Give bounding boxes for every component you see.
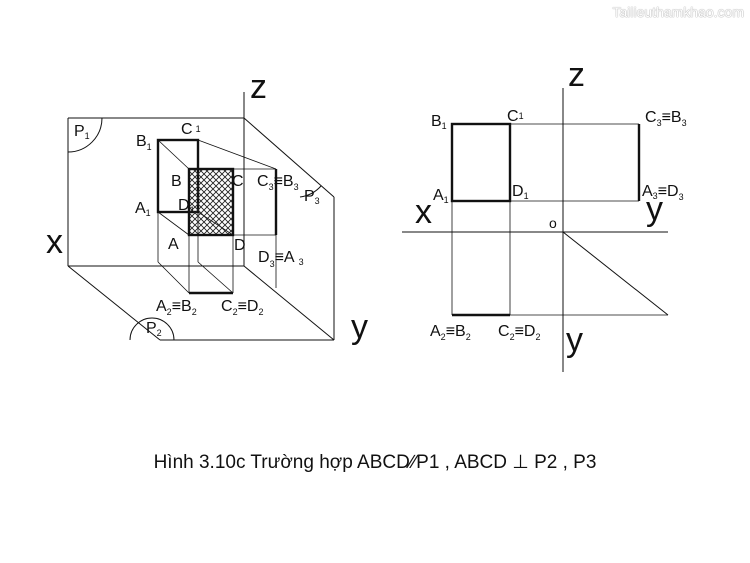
right-point-c3-b3-label: C3≡B3	[645, 109, 687, 128]
plane-p3-label: P3	[304, 188, 320, 206]
rectangle-abcd	[187, 167, 235, 237]
point-b1-label: B1	[136, 133, 152, 152]
plane-p2-label: P2	[146, 320, 162, 338]
point-a1-label: A1	[135, 200, 151, 218]
point-c2-d2-label: C2≡D2	[221, 298, 264, 317]
right-point-c2-d2-label: C2≡D2	[498, 323, 541, 342]
point-b-label: B	[171, 173, 182, 190]
point-d-label: D	[234, 237, 246, 254]
point-a-label: A	[168, 236, 179, 253]
watermark: Tailieuthamkhao.com	[612, 4, 744, 20]
axis-z-label: z	[250, 68, 267, 106]
point-a2-b2-label: A2≡B2	[156, 298, 197, 317]
figure-caption: Hình 3.10c Trường hợp ABCD∕∕P1 , ABCD ⊥ …	[153, 452, 597, 473]
point-d1-label: D1	[178, 197, 195, 215]
right-axis-z-label: z	[568, 56, 585, 94]
right-axis-y-label: y	[646, 190, 663, 228]
right-orthographic-view	[402, 88, 669, 372]
right-point-a2-b2-label: A2≡B2	[430, 323, 471, 342]
right-point-c1-label: C1	[507, 108, 524, 125]
plane-p3-top-edge	[243, 117, 335, 198]
point-c3-b3-label: C3≡B3	[257, 173, 299, 192]
origin-label: o	[549, 215, 557, 231]
diagonal-45-line	[562, 231, 669, 316]
axis-y-label: y	[351, 308, 368, 346]
right-projection-lines	[451, 123, 668, 316]
left-3d-view	[67, 92, 335, 341]
point-c-label: C	[232, 173, 244, 190]
plane-p3-arc	[299, 185, 322, 198]
right-projection-p1-rect	[450, 122, 512, 203]
axis-x-label: x	[46, 223, 63, 261]
right-axis-x-label: x	[415, 193, 432, 231]
plane-p1-arc	[67, 117, 103, 153]
right-point-a1-label: A1	[433, 187, 449, 205]
right-axis-y-bottom-label: y	[566, 321, 583, 359]
right-point-b1-label: B1	[431, 113, 447, 131]
plane-p2-arc	[129, 317, 175, 341]
plane-p1-label: P1	[74, 123, 90, 141]
y-axis-3d	[243, 265, 335, 341]
plane-p2-left-edge	[67, 265, 161, 341]
right-point-d1-label: D1	[512, 183, 529, 201]
right-labels: z x y y o B1 C1 A1 D1 C3≡B3 A3≡D3 A2≡B2 …	[415, 56, 687, 359]
right-point-a3-d3-label: A3≡D3	[642, 183, 684, 202]
